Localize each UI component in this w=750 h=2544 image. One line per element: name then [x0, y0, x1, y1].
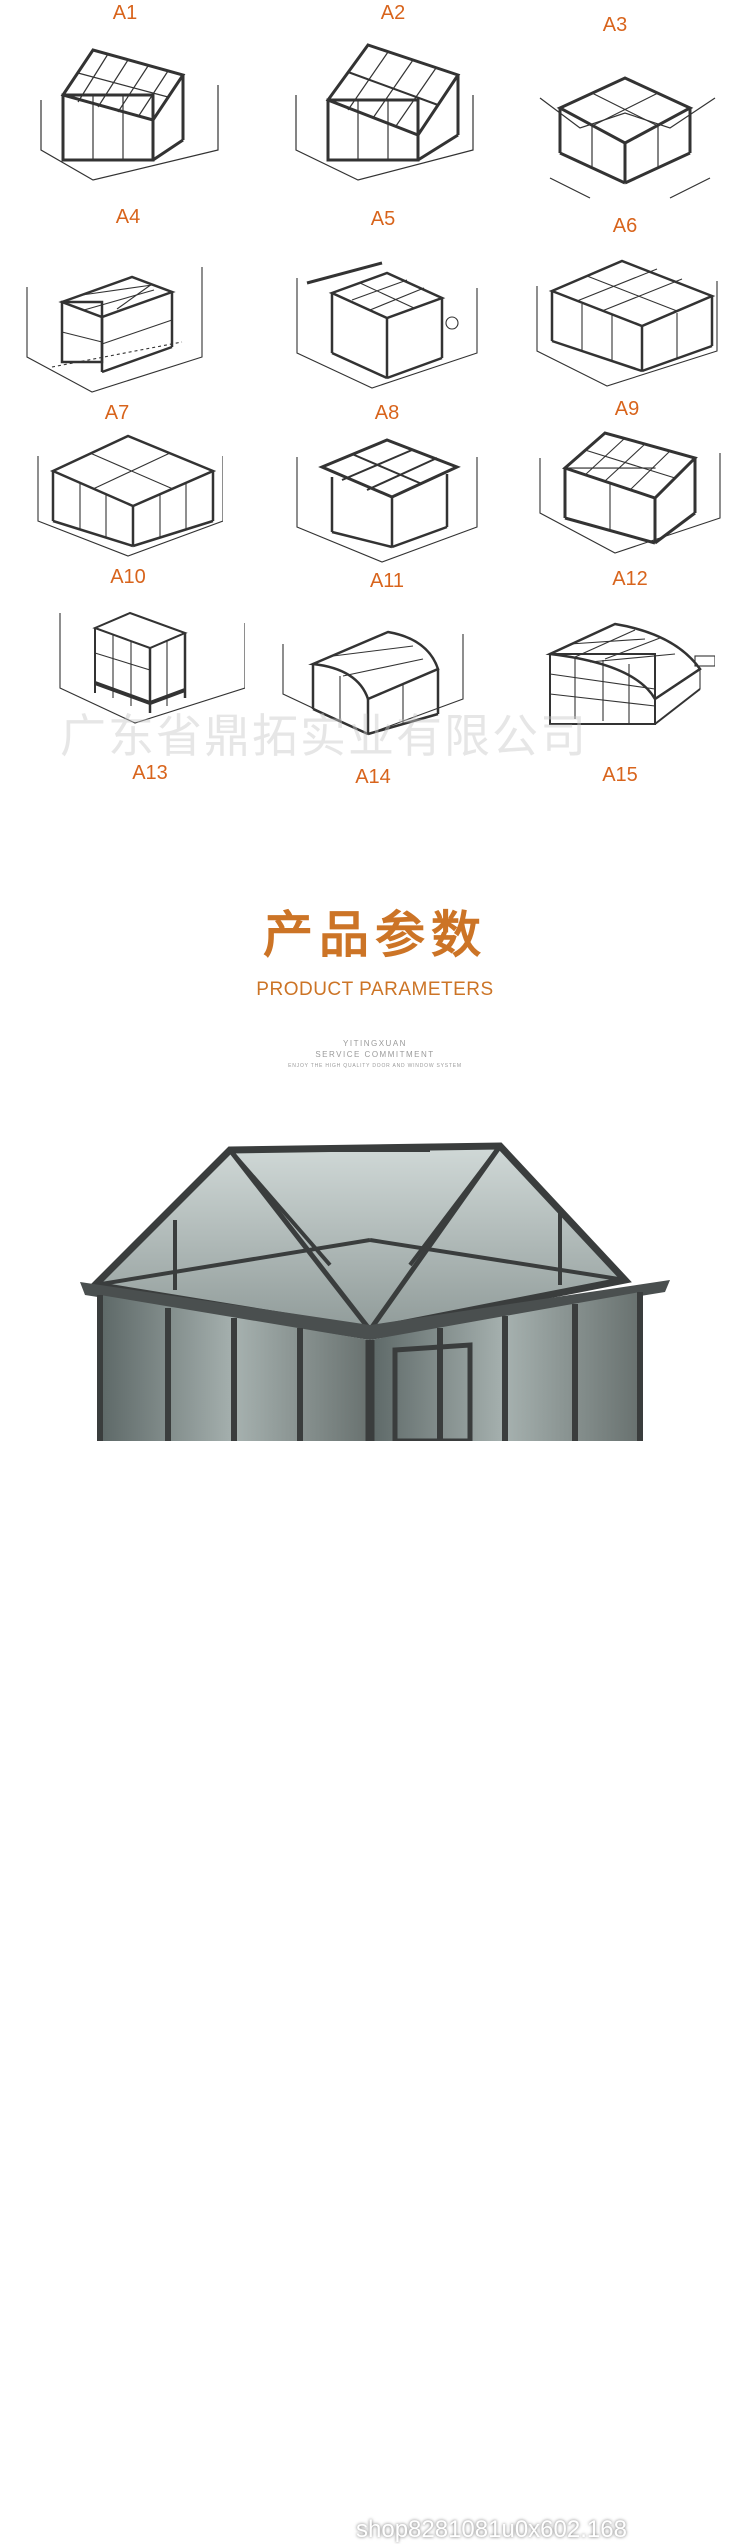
style-label: A9: [502, 398, 750, 421]
style-label: A8: [262, 402, 512, 425]
section-title-cn: 产品参数: [0, 895, 750, 967]
sunroom-sketch-icon: [278, 624, 468, 769]
sunroom-style-gallery: A1 A2 A3 A4: [0, 0, 750, 800]
slogan-text: ENJOY THE HIGH QUALITY DOOR AND WINDOW S…: [0, 1063, 750, 1069]
sunroom-sketch-icon: [288, 40, 478, 185]
sunroom-sketch-icon: [33, 426, 223, 571]
sunroom-sketch-icon: [525, 614, 715, 759]
service-commitment: SERVICE COMMITMENT: [0, 1050, 750, 1059]
sunroom-sketch-icon: [22, 262, 212, 407]
sunroom-sketch-icon: [292, 258, 482, 403]
sunroom-sketch-icon: [292, 432, 482, 577]
sunroom-illustration: [0, 1120, 750, 1441]
brand-tagline: YITINGXUAN: [0, 1039, 750, 1048]
style-label: A12: [505, 568, 750, 591]
section-title-en: PRODUCT PARAMETERS: [0, 979, 750, 1001]
style-label: A3: [490, 14, 740, 37]
style-label: A10: [3, 566, 253, 589]
style-label: A1: [0, 2, 250, 25]
sunroom-product-photo: shop8281081u0x602.168: [0, 1120, 750, 1441]
style-label: A2: [268, 2, 518, 25]
style-label: A7: [0, 402, 242, 425]
sunroom-sketch-icon: [535, 428, 725, 573]
sunroom-sketch-icon: [532, 256, 722, 401]
style-label: A5: [258, 208, 508, 231]
style-label: A14: [248, 766, 498, 789]
style-label: A15: [495, 764, 745, 787]
style-label: A4: [3, 206, 253, 229]
style-label: A13: [25, 762, 275, 785]
sunroom-sketch-icon: [530, 58, 720, 203]
sunroom-sketch-icon: [55, 598, 245, 743]
sunroom-sketch-icon: [33, 40, 223, 185]
style-label: A6: [500, 215, 750, 238]
shop-id-watermark: shop8281081u0x602.168: [356, 2516, 627, 2544]
style-label: A11: [262, 570, 512, 593]
